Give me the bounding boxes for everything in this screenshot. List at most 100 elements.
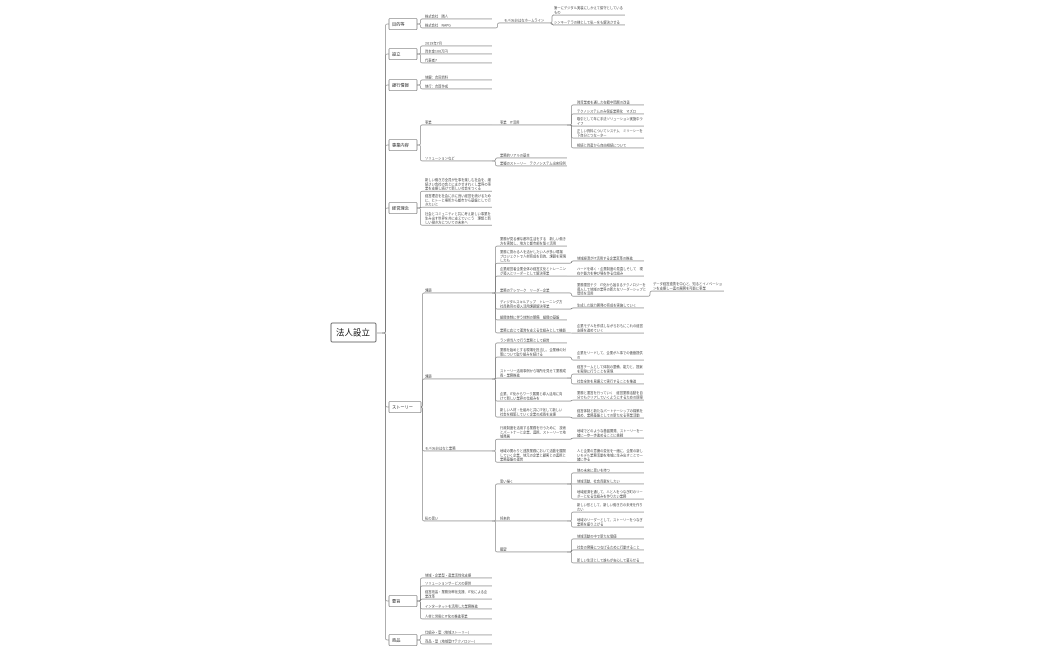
map-node[interactable]: 地域経済がIT活用する企業変革の推進 [576,255,644,262]
map-node[interactable]: 業務に応じて運営を支える仕組みとして機能 [499,327,567,334]
map-node[interactable]: 事業 [424,119,492,126]
node-label: しい働き方についての未来へ [425,220,468,225]
map-node[interactable]: 目的等 [388,18,418,30]
map-node[interactable]: 社会全体を見据えて実行することを推進 [576,378,644,385]
node-label: 生み出す世界を共に支えていこう 理想と新 [425,215,491,220]
connector-line [417,144,424,162]
node-label: 商品・型（地域型ITテクノロジー） [425,638,477,643]
map-node[interactable]: 株式会社 隣人 [424,13,492,20]
map-node[interactable]: 社会の発展につなげるために行動すること [576,544,644,551]
map-node[interactable]: 商品・型（地域型ITテクノロジー） [424,638,492,645]
map-node[interactable]: 新しい生活として誰もが安心して暮らせる [576,557,644,564]
map-node[interactable]: テクノシステムのみ保証業務化 マズロ [576,108,644,115]
map-node[interactable]: 人と企業の意識の変化を一緒に、企業の新しいモデル業務活動を地域に生み出すことで一… [576,448,644,463]
map-node[interactable]: 設立 [388,48,418,60]
map-node[interactable]: 課題 [424,287,492,294]
map-node[interactable]: 経営理念 [388,202,418,214]
root-node[interactable]: 法人設立 [330,322,382,343]
node-label: 他行：合算作成 [425,83,449,88]
node-label: 商品 [392,637,400,644]
map-node[interactable]: 銀行情報 [388,79,418,91]
map-node[interactable]: 地域活動の中で新たな価値 [576,533,644,540]
map-node[interactable]: 生成した能力開発の育成を実施していく [576,302,644,309]
connector-line [492,378,499,418]
map-node[interactable]: 組織体制に伴う体制の整備 組織の基盤 [499,314,567,321]
node-label: 経営理念 [392,205,410,212]
map-node[interactable]: 業種のストーリー テクノシステム出来任例 [499,160,567,167]
map-node[interactable]: モバdeおはなと業務 [424,445,492,452]
map-node[interactable]: シンキーテラの様として私ーをも解決させる [553,19,625,26]
map-node[interactable]: モバdeおはなホームライン [503,17,551,24]
map-node[interactable]: 業務運営テク IT化から始まるテクノロジーを導入して地域の業界の新たなリーダーシ… [576,282,648,297]
map-node[interactable]: ソリューションなど [424,155,492,162]
map-node[interactable]: 思い描く [499,478,567,485]
map-node[interactable]: 2019年7月 [424,40,492,47]
map-node[interactable]: 業務的リアルの基本 [499,152,567,159]
map-node[interactable]: 経営理念を社会に示に良い経営を続けるために、ヒトーと場所から都市から基盤として行… [424,193,492,208]
map-node[interactable]: 株式会社 NAPG [424,22,492,29]
map-node[interactable]: 新しい働き方全員が仕事を楽しむ社会を、継続さい会社の会とにまかせきれくし業界の事… [424,177,492,192]
node-label: プロジェクトで人材育成を目的、課題を実現 [500,253,567,258]
connector-line [417,190,424,209]
map-node[interactable]: 行政制度を活用する業務を行うために 技術とパートナーと企業、連携、ストーリーで地… [499,425,567,440]
map-node[interactable]: ディジタルスキルアップ トレーニング方 社員教育の導入活用課題解決事業 [499,299,567,310]
map-node[interactable]: 要旨 [388,595,418,607]
map-node[interactable]: 課題 [424,373,492,380]
map-node[interactable]: 代表者7 [424,57,492,64]
map-node[interactable]: ラン担当人で行う業務として経営 [499,337,567,344]
connector-line [492,157,499,162]
map-node[interactable]: 資本金100万円 [424,48,492,55]
map-node[interactable]: ソリューションサービスの提供 [424,580,492,587]
map-node[interactable]: インターネットを活用した業務推進 [424,603,492,610]
map-node[interactable]: 他の未来に思いを持つ [576,467,644,474]
node-label: 業務的リアルの基本 [500,152,530,157]
map-node[interactable]: 事業 IT活用 [499,119,567,126]
map-node[interactable]: 商品 [388,634,418,646]
map-node[interactable]: 地域・企業型・産業活性化支援 [424,572,492,579]
map-node[interactable]: 事業内容 [388,139,418,151]
map-node[interactable]: 私の思い [424,515,492,522]
map-node[interactable]: 地銀：合同資料 [424,74,492,81]
node-label: 地域でどのような基盤開発、ストーリーを一 [577,428,644,433]
map-node[interactable]: 人材と労働とIT化の推進事業 [424,613,492,620]
map-node[interactable]: 賃貸業者を通した在籍中間層の改善 [576,99,644,106]
node-label: 分でもクリアしていくようにするための提案 [577,394,644,399]
map-node[interactable]: 仕組み・型（地域ストーリー） [424,629,492,636]
map-node[interactable]: 地域の関わりと連携業務において活動を展開していく企業、地元の企業と顧客との連携と… [499,448,567,463]
map-node[interactable]: 相続と資産から自由相続について [576,142,644,149]
map-node[interactable]: 他行：合算作成 [424,83,492,90]
map-node[interactable]: 地域活動、社会貢献をしたい [576,478,644,485]
node-label: 緒に一歩一歩進めることに挑戦 [577,432,624,437]
map-node[interactable]: ストーリー [388,401,422,413]
connector-line [492,438,499,452]
connector-lines [382,14,653,645]
node-label: いモデル業務活動を地域に生み出すことで一 [577,452,644,457]
map-node[interactable]: 業務のテレワーク リーダー企業 [499,287,567,294]
map-node[interactable]: 願望 [499,546,567,553]
map-node[interactable]: 業務に携わる人を活かしたい人が多い現場 プロジェクトで人材育成を目的、課題を実現… [499,249,567,264]
map-node[interactable]: 将来的 [499,515,567,522]
